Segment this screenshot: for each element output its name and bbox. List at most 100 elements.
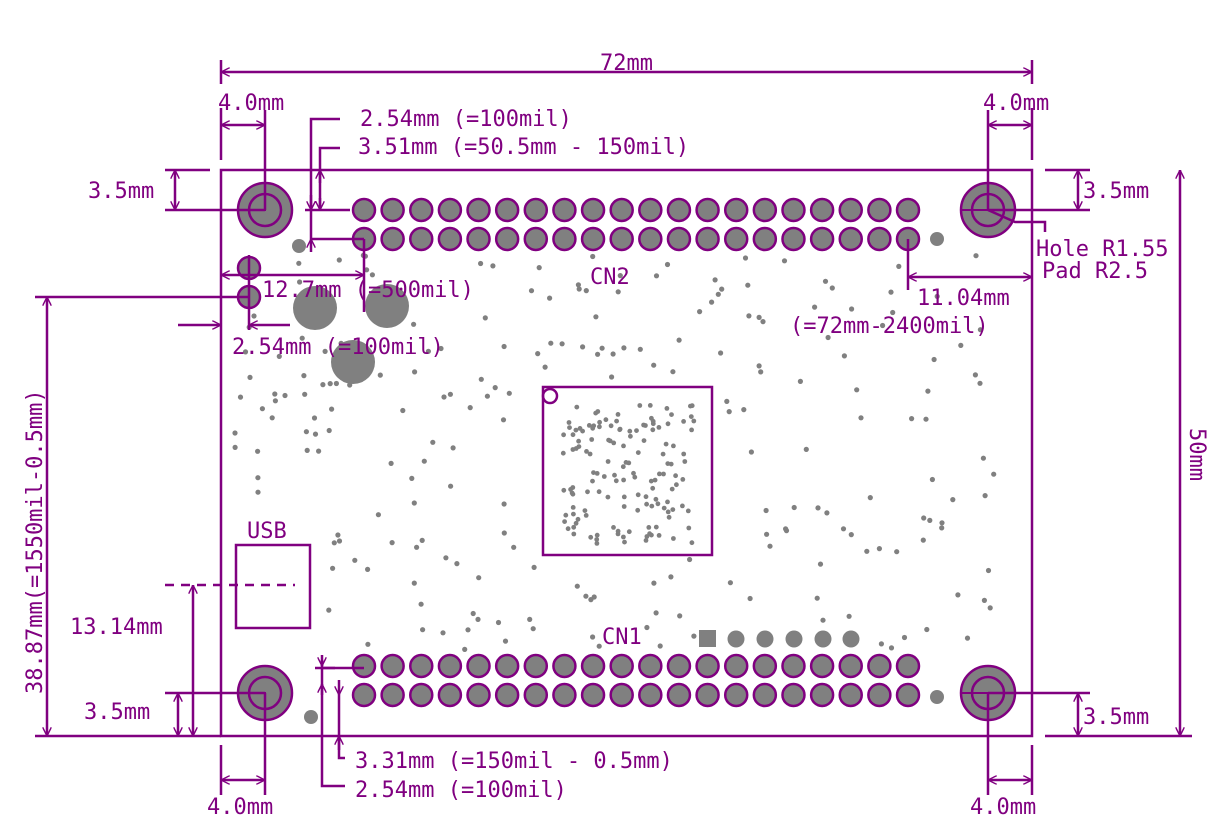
chip-via <box>613 478 619 484</box>
via <box>829 285 835 291</box>
chip-via <box>665 499 670 505</box>
via <box>715 291 721 297</box>
via <box>925 388 931 394</box>
via <box>783 526 789 532</box>
via <box>987 605 993 611</box>
via <box>454 561 460 567</box>
via <box>756 314 762 320</box>
cn1-pin <box>609 653 634 679</box>
via <box>820 617 826 623</box>
via <box>388 460 394 466</box>
via <box>282 392 288 399</box>
via <box>484 393 490 399</box>
small-pad <box>930 232 944 246</box>
via <box>333 380 339 387</box>
via <box>255 448 261 454</box>
chip-via <box>605 459 611 464</box>
chip-via <box>656 533 662 538</box>
hole-br-v-label: 3.5mm <box>1083 705 1149 730</box>
via <box>576 286 582 292</box>
cn1-pin <box>695 682 720 708</box>
chip-via <box>635 507 641 513</box>
via <box>259 406 265 412</box>
chip-via <box>622 539 627 545</box>
via <box>687 556 693 563</box>
chip-via <box>631 470 636 476</box>
chip-via <box>623 460 629 465</box>
cn1-pin <box>895 682 921 708</box>
chip-via <box>647 403 653 408</box>
pad-label: Pad R2.5 <box>1042 259 1148 284</box>
chip-via <box>573 427 579 433</box>
via <box>272 398 278 404</box>
via <box>535 351 541 357</box>
chip-via <box>682 459 688 464</box>
chip-via <box>596 489 602 495</box>
component-pad <box>365 284 409 328</box>
via <box>255 475 261 481</box>
via <box>653 273 660 279</box>
via <box>316 448 322 454</box>
via <box>276 353 282 359</box>
cn2-offset-label: 3.51mm (=50.5mm - 150mil) <box>358 135 689 160</box>
chip-via <box>661 505 667 511</box>
pitch-left-label: 2.54mm (=100mil) <box>232 335 444 360</box>
width-label: 72mm <box>600 51 653 76</box>
via <box>822 278 829 284</box>
cn2-x-label: 12.7mm (=500mil) <box>262 278 474 303</box>
usb-outline <box>234 543 312 630</box>
cn1-pin <box>409 653 434 679</box>
chip-via <box>689 427 694 433</box>
chip-via <box>621 494 627 500</box>
via <box>511 544 517 550</box>
via <box>939 525 945 531</box>
via <box>939 520 945 526</box>
via <box>430 439 436 445</box>
chip-via <box>650 418 656 424</box>
via <box>412 369 418 375</box>
chip-via <box>594 541 600 546</box>
cn2-pin <box>380 226 405 252</box>
cn2-pin <box>809 226 835 252</box>
chip-via <box>571 524 577 530</box>
chip-via <box>563 512 569 518</box>
via <box>443 555 449 561</box>
via <box>595 351 601 357</box>
via <box>242 349 249 355</box>
via <box>817 561 824 567</box>
via <box>462 646 468 653</box>
cn1-pin <box>580 682 606 708</box>
cn1-pin <box>523 653 549 679</box>
via <box>741 407 747 413</box>
cn1-extra-pad <box>727 630 745 648</box>
via <box>548 340 554 346</box>
via <box>709 299 715 305</box>
chip-via <box>644 534 650 539</box>
via <box>746 313 752 319</box>
via <box>369 272 375 278</box>
chip-via <box>674 482 679 488</box>
cn1-pin <box>666 653 692 679</box>
via <box>815 505 821 511</box>
via <box>389 540 395 546</box>
via <box>955 592 961 598</box>
via <box>411 321 417 327</box>
chip-via <box>565 526 571 532</box>
via <box>927 517 933 524</box>
via <box>303 429 309 435</box>
via <box>247 374 253 380</box>
via <box>651 362 657 368</box>
chip-via <box>597 424 602 430</box>
cn1-pin <box>867 682 892 708</box>
cn1-pin <box>781 682 806 708</box>
cn2-pin <box>695 226 720 252</box>
via <box>920 537 926 543</box>
via <box>470 610 476 617</box>
small-pad <box>304 710 318 724</box>
cn1-pin <box>437 653 463 679</box>
chip-via <box>635 450 641 455</box>
cn1-pin <box>666 682 692 708</box>
cn2-pin <box>552 226 577 252</box>
via <box>982 493 988 499</box>
via <box>934 293 940 299</box>
